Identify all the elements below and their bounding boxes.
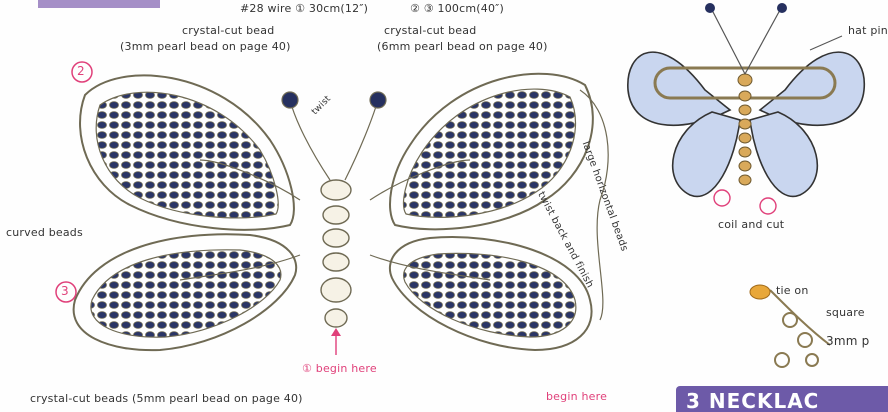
begin-arrow-head <box>331 328 341 336</box>
hat-pin-label: hat pin <box>848 24 888 37</box>
lower-right-wing <box>390 237 592 350</box>
crystal-cut-bead-left-note: (3mm pearl bead on page 40) <box>120 40 291 53</box>
tie-on-label: tie on <box>776 284 809 297</box>
finished-butterfly <box>628 3 864 214</box>
curved-beads-label: curved beads <box>6 226 83 239</box>
necklace-title: 3 NECKLAC <box>686 389 819 412</box>
crystal-cut-bead-left: crystal-cut bead <box>182 24 274 37</box>
circle-num-2-label: 2 <box>77 64 85 78</box>
begin-here-label: ① begin here <box>302 362 377 375</box>
circle-num-3-label: 3 <box>61 284 69 298</box>
crystal-cut-bead-right: crystal-cut bead <box>384 24 476 37</box>
body-beads <box>321 180 351 327</box>
wire-spec: #28 wire ① 30cm(12″) <box>240 2 368 15</box>
upper-left-wing <box>80 75 294 229</box>
square-label: square <box>826 306 865 319</box>
lower-left-wing <box>74 234 297 350</box>
necklace-beads <box>750 285 830 367</box>
crystal-cut-bead-right-note: (6mm pearl bead on page 40) <box>377 40 548 53</box>
necklace-banner: 3 NECKLAC <box>676 386 888 412</box>
three-mm-label: 3mm p <box>826 334 869 348</box>
begin-here-2-label: begin here <box>546 390 607 403</box>
coil-and-cut-label: coil and cut <box>718 218 784 231</box>
bottom-note: crystal-cut beads (5mm pearl bead on pag… <box>30 392 303 405</box>
wire-spec-2: ② ③ 100cm(40″) <box>410 2 504 15</box>
antenna-beads <box>282 92 386 108</box>
upper-right-wing <box>390 74 593 230</box>
